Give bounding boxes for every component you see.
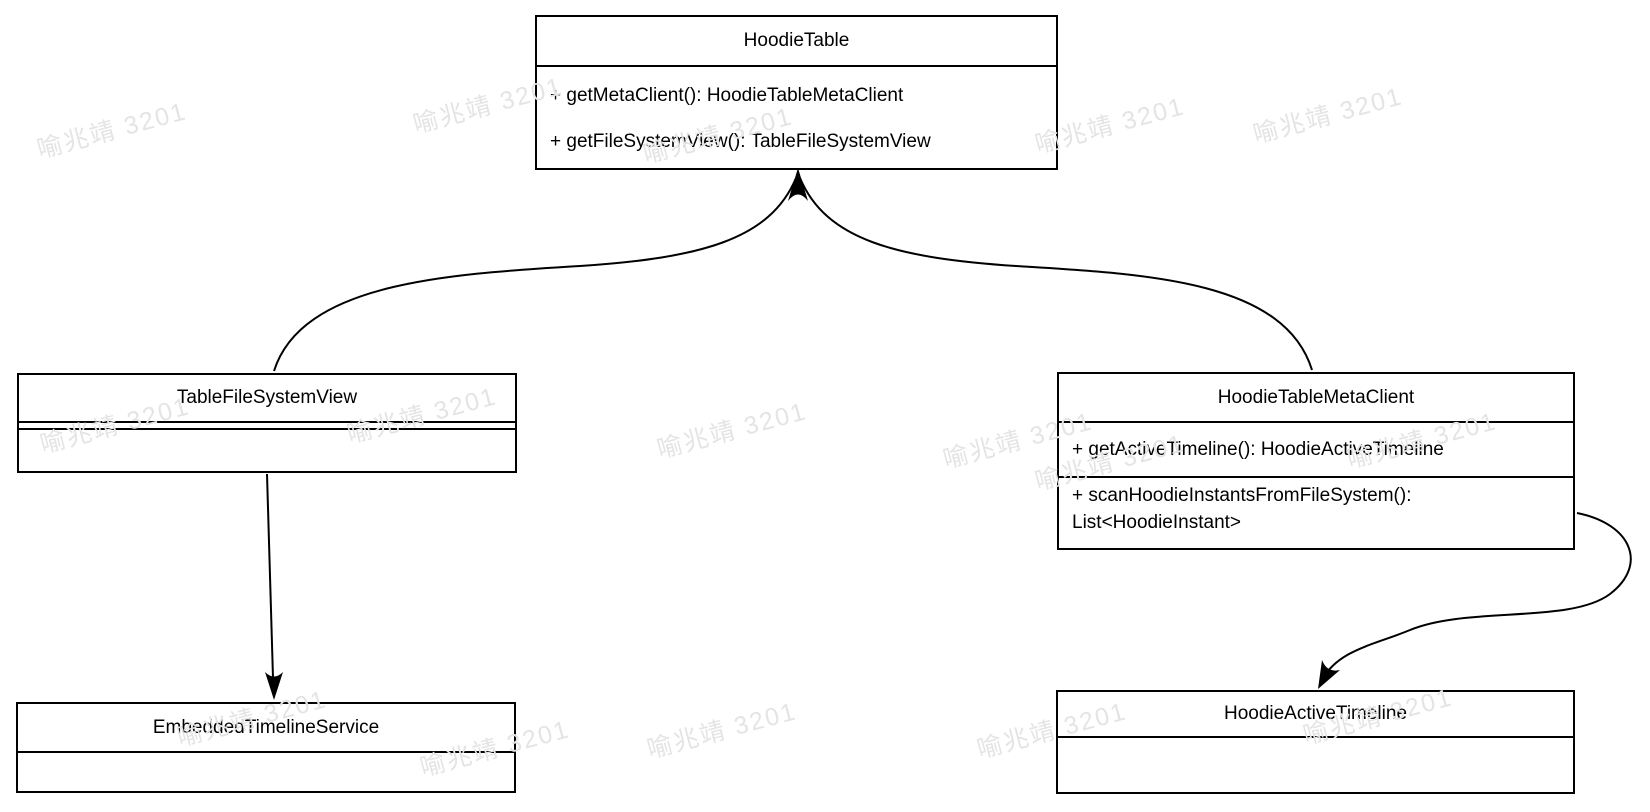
method-label: + getMetaClient(): HoodieTableMetaClient (550, 85, 904, 106)
class-title: HoodieTableMetaClient (1059, 374, 1573, 423)
method-label: + getActiveTimeline(): HoodieActiveTimel… (1072, 438, 1444, 460)
arrowhead-down-icon (265, 672, 283, 700)
methods-section: + scanHoodieInstantsFromFileSystem(): Li… (1059, 478, 1573, 536)
methods-section: + getMetaClient(): HoodieTableMetaClient… (537, 67, 1056, 165)
class-box-hoodietablemetaclient: HoodieTableMetaClient + getActiveTimelin… (1057, 372, 1575, 550)
attributes-section-empty (19, 423, 515, 430)
class-box-embeddedtimelineservice: EmbeddedTimelineService (16, 702, 516, 793)
class-title: TableFileSystemView (19, 375, 515, 423)
watermark-text: 喻兆靖 3201 (1250, 82, 1406, 150)
edge-metaclient-to-hoodietable (799, 177, 1313, 371)
class-box-hoodieactivetimeline: HoodieActiveTimeline (1056, 690, 1575, 794)
class-box-hoodietable: HoodieTable + getMetaClient(): HoodieTab… (535, 15, 1058, 170)
arrowhead-downleft-icon (1318, 660, 1340, 689)
watermark-text: 喻兆靖 3201 (644, 697, 800, 765)
class-title: HoodieActiveTimeline (1058, 692, 1573, 738)
method-label: + getFileSystemView(): TableFileSystemVi… (550, 131, 931, 152)
class-title: HoodieTable (537, 17, 1056, 67)
watermark-text: 喻兆靖 3201 (34, 97, 190, 165)
arrowhead-up-icon (788, 168, 808, 201)
class-box-tablefilesystemview: TableFileSystemView (17, 373, 517, 473)
method-label: + scanHoodieInstantsFromFileSystem(): Li… (1072, 485, 1412, 533)
edge-tablefsv-to-hoodietable (273, 177, 797, 372)
methods-section: + getActiveTimeline(): HoodieActiveTimel… (1059, 423, 1573, 478)
edge-tablefsv-to-embedded (266, 473, 274, 679)
watermark-text: 喻兆靖 3201 (654, 397, 810, 465)
class-title: EmbeddedTimelineService (18, 704, 514, 753)
